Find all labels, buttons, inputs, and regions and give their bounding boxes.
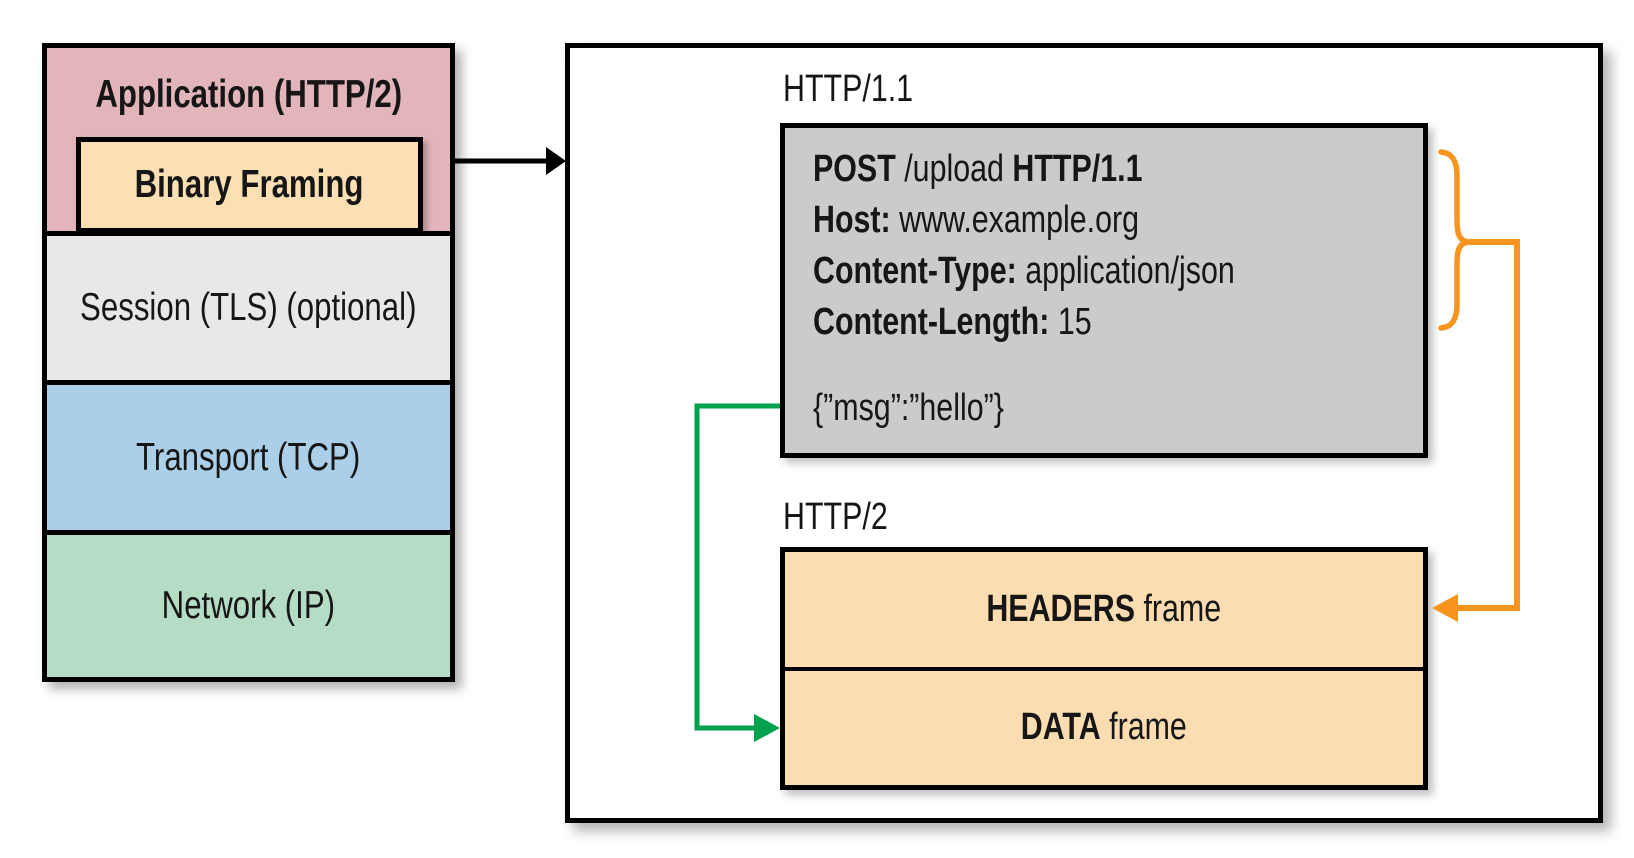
request-headers: POST /upload HTTP/1.1 Host: www.example.… xyxy=(813,144,1423,348)
request-line: Content-Length: 15 xyxy=(813,301,1092,343)
request-line: POST /upload HTTP/1.1 xyxy=(813,148,1143,190)
application-layer-label: Application (HTTP/2) xyxy=(95,73,402,116)
http2-label: HTTP/2 xyxy=(783,496,888,538)
headers-frame: HEADERS frame xyxy=(785,552,1423,667)
transport-layer-label: Transport (TCP) xyxy=(136,435,361,479)
binary-framing-label: Binary Framing xyxy=(135,163,364,206)
layer-application: Application (HTTP/2) Binary Framing xyxy=(47,48,450,233)
data-frame: DATA frame xyxy=(785,666,1423,786)
headers-frame-label: HEADERS frame xyxy=(986,587,1222,630)
request-line: Content-Type: application/json xyxy=(813,250,1235,292)
http11-request-box: POST /upload HTTP/1.1 Host: www.example.… xyxy=(780,123,1428,458)
layer-session: Session (TLS) (optional) xyxy=(47,231,450,380)
data-frame-label: DATA frame xyxy=(1020,706,1188,749)
http2-frames-box: HEADERS frame DATA frame xyxy=(780,547,1428,790)
request-body: {”msg”:”hello”} xyxy=(813,387,1004,429)
protocol-stack: Application (HTTP/2) Binary Framing Sess… xyxy=(42,43,455,682)
binary-framing-box: Binary Framing xyxy=(76,137,423,233)
stack-to-panel-arrow xyxy=(455,147,566,175)
network-layer-label: Network (IP) xyxy=(161,584,336,627)
http11-label: HTTP/1.1 xyxy=(783,68,914,110)
request-line: Host: www.example.org xyxy=(813,199,1140,241)
session-layer-label: Session (TLS) (optional) xyxy=(80,286,417,329)
layer-network: Network (IP) xyxy=(47,530,450,677)
layer-transport: Transport (TCP) xyxy=(47,380,450,530)
